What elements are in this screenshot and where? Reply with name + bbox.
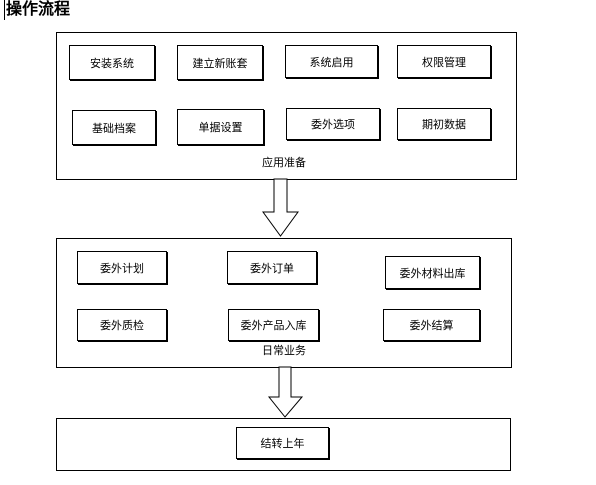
settlement-box: 委外结算 [383, 309, 480, 341]
daily-caption: 日常业务 [262, 344, 306, 357]
install-system-box: 安装系统 [69, 45, 155, 80]
carry-forward-box: 结转上年 [236, 427, 329, 459]
material-issue-box: 委外材料出库 [385, 256, 480, 289]
down-arrow-icon [267, 366, 304, 418]
basic-archives-box: 基础档案 [72, 110, 156, 145]
opening-data-box: 期初数据 [397, 108, 491, 140]
system-enable-box: 系统启用 [285, 45, 378, 78]
outsourcing-order-box: 委外订单 [227, 251, 317, 284]
setup-caption: 应用准备 [262, 156, 306, 169]
outsourcing-options-box: 委外选项 [286, 108, 380, 140]
down-arrow-icon [262, 178, 299, 237]
product-receipt-box: 委外产品入库 [228, 309, 319, 341]
permission-management-box: 权限管理 [397, 45, 491, 78]
create-account-set-box: 建立新账套 [177, 45, 263, 80]
page-title: 操作流程 [4, 0, 71, 20]
quality-inspection-box: 委外质检 [77, 309, 167, 341]
document-settings-box: 单据设置 [177, 109, 264, 145]
outsourcing-plan-box: 委外计划 [77, 251, 167, 284]
